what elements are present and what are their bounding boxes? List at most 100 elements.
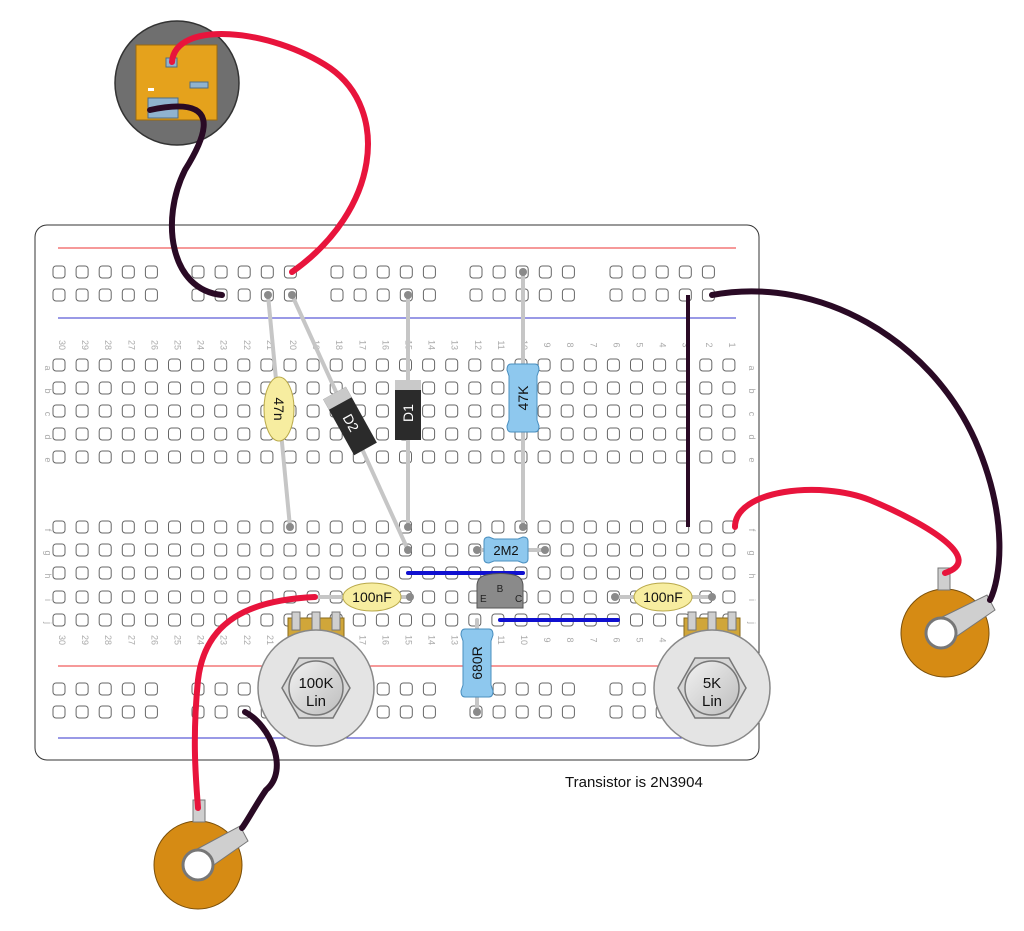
breadboard-hole (606, 381, 620, 395)
breadboard-hole (422, 381, 436, 395)
breadboard-hole (260, 520, 274, 534)
breadboard-hole (191, 358, 205, 372)
breadboard-hole (560, 543, 574, 557)
row-letter-left: i (43, 599, 53, 601)
breadboard-hole (583, 381, 597, 395)
breadboard-hole (630, 381, 643, 395)
rail-hole (678, 265, 692, 279)
column-number-bottom: 14 (427, 635, 437, 645)
rail-hole (376, 705, 390, 719)
capacitor-100nf-right-label: 100nF (643, 589, 683, 605)
breadboard-hole (491, 427, 505, 441)
breadboard-hole (468, 404, 482, 418)
breadboard-hole (144, 520, 158, 534)
breadboard-hole (722, 566, 736, 580)
breadboard-hole (98, 613, 112, 627)
breadboard-hole (168, 381, 181, 395)
breadboard-hole (606, 566, 620, 580)
rail-hole (121, 705, 135, 719)
breadboard-hole (75, 590, 89, 604)
column-number-top: 6 (611, 342, 621, 347)
lead-ends (264, 268, 716, 716)
transistor-note: Transistor is 2N3904 (565, 774, 703, 791)
breadboard-hole (144, 590, 158, 604)
breadboard-hole (699, 566, 713, 580)
breadboard-hole (144, 381, 158, 395)
row-letter: a (747, 365, 757, 370)
rail-hole (609, 265, 623, 279)
rail-hole (353, 265, 367, 279)
breadboard-hole (283, 566, 297, 580)
breadboard-hole (468, 427, 482, 441)
breadboard-hole (422, 404, 436, 418)
breadboard-hole (445, 520, 459, 534)
column-number-bottom: 22 (242, 635, 252, 645)
breadboard-hole (214, 450, 228, 464)
breadboard-hole (630, 566, 643, 580)
rail-hole (492, 682, 506, 696)
breadboard-hole (168, 520, 181, 534)
breadboard-hole (75, 520, 89, 534)
rail-hole (75, 265, 89, 279)
breadboard-hole (722, 381, 736, 395)
breadboard-hole (98, 381, 112, 395)
breadboard-hole (653, 450, 667, 464)
breadboard-hole (630, 427, 643, 441)
resistor-47k: 47K (506, 363, 540, 433)
row-letter: f (747, 529, 757, 532)
pot-100k-taper: Lin (306, 693, 326, 710)
breadboard-hole (653, 404, 667, 418)
breadboard-hole (214, 427, 228, 441)
rail-hole (237, 682, 251, 696)
rail-hole (561, 682, 575, 696)
breadboard-hole (722, 404, 736, 418)
breadboard-hole (399, 613, 412, 627)
column-number-top: 16 (380, 340, 390, 350)
column-number-bottom: 10 (519, 635, 529, 645)
column-number-top: 29 (80, 340, 90, 350)
breadboard-hole (121, 381, 135, 395)
potentiometer-5k: 5K Lin (653, 611, 771, 747)
capacitor-100nf-left-label: 100nF (352, 589, 392, 605)
breadboard-hole (121, 450, 135, 464)
breadboard-hole (52, 381, 66, 395)
breadboard-hole (52, 590, 66, 604)
breadboard-hole (560, 590, 574, 604)
rail-hole (52, 705, 66, 719)
pot-5k-value: 5K (703, 675, 721, 692)
transistor-b-label: B (497, 584, 504, 595)
breadboard-hole (306, 450, 320, 464)
resistor-47k-label: 47K (515, 385, 531, 411)
rail-hole (422, 288, 436, 302)
rail-hole (655, 265, 669, 279)
column-number-bottom: 15 (404, 635, 414, 645)
diode-d1-label: D1 (400, 404, 416, 422)
breadboard-hole (699, 427, 713, 441)
breadboard-hole (121, 520, 135, 534)
column-number-bottom: 13 (450, 635, 460, 645)
breadboard (34, 224, 760, 761)
column-number-bottom: 7 (588, 637, 598, 642)
diode-d2-label: D2 (340, 411, 363, 435)
column-number-bottom: 25 (173, 635, 183, 645)
column-number-bottom: 27 (126, 635, 136, 645)
rail-hole (632, 288, 646, 302)
rail-hole (214, 705, 228, 719)
breadboard-hole (422, 450, 436, 464)
breadboard-hole (560, 566, 574, 580)
column-number-bottom: 5 (635, 637, 645, 642)
breadboard-hole (676, 543, 690, 557)
breadboard-hole (560, 520, 574, 534)
breadboard-hole (468, 450, 482, 464)
breadboard-hole (352, 566, 366, 580)
breadboard-hole (560, 450, 574, 464)
breadboard-hole (630, 450, 643, 464)
breadboard-hole (699, 404, 713, 418)
breadboard-hole (606, 450, 620, 464)
breadboard-hole (352, 520, 366, 534)
rail-hole (538, 705, 552, 719)
column-number-top: 3 (681, 342, 691, 347)
breadboard-hole (75, 427, 89, 441)
breadboard-hole (214, 381, 228, 395)
